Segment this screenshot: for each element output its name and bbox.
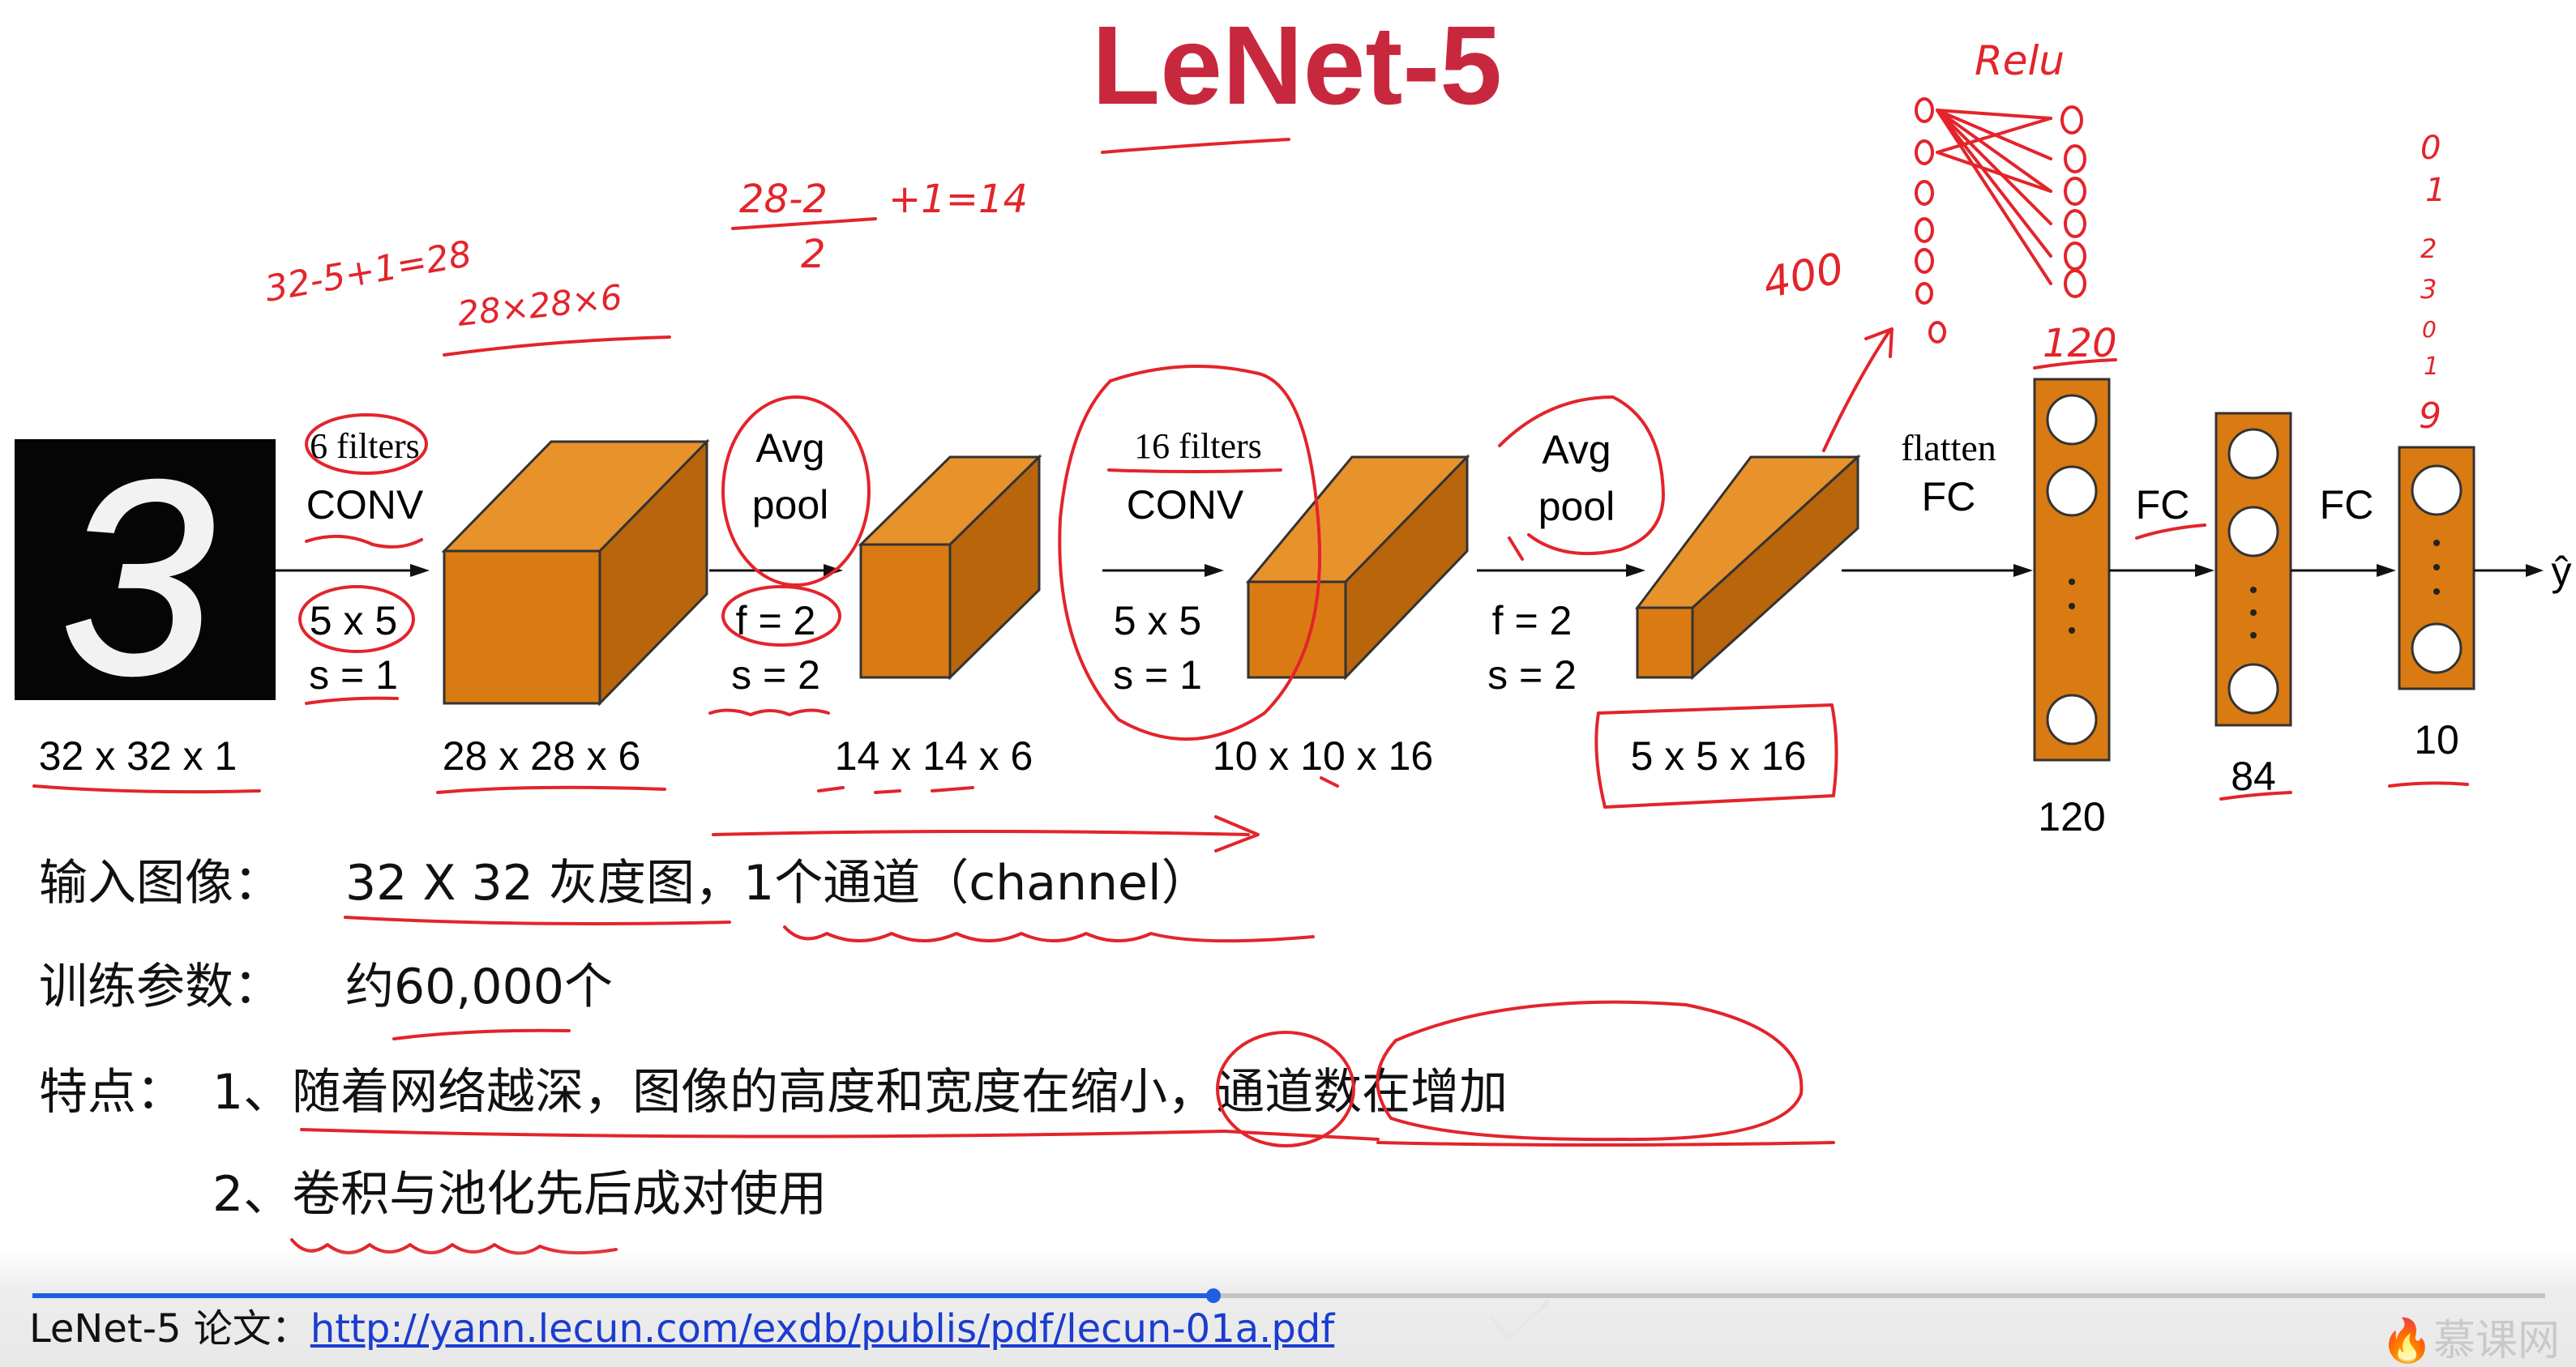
conv2-f: 5 x 5 — [1114, 598, 1201, 643]
pool2-output: 5 x 5 x 16 — [1631, 733, 1807, 779]
arrow-out-head — [2526, 564, 2544, 577]
watermark-logo: 🔥慕课网 — [2381, 1306, 2560, 1367]
note-feature-1: 1、随着网络越深，图像的高度和宽度在缩小，通道数在增加 — [212, 1064, 1508, 1121]
pool2-op-2: pool — [1538, 484, 1615, 529]
feature-map-2 — [858, 454, 1042, 681]
anno-digit-5: 1 — [2424, 352, 2439, 381]
anno-pool-frac-bar — [731, 217, 877, 230]
anno-digit-2: 2 — [2420, 233, 2437, 264]
ink-long-arrow — [712, 815, 1260, 852]
output-layer-10 — [2398, 446, 2475, 690]
note-input-text: 32 X 32 灰度图，1个通道（channel） — [345, 855, 1210, 912]
progress-knob[interactable] — [1206, 1288, 1221, 1303]
anno-flat-arrow — [1822, 327, 1893, 452]
conv2-output: 10 x 10 x 16 — [1213, 733, 1433, 779]
flatten-label: flatten — [1901, 427, 1996, 468]
title-underline — [1101, 138, 1290, 154]
arrow-pool2-head — [1626, 564, 1645, 577]
fc2-size: 84 — [2231, 754, 2276, 799]
pool1-output: 14 x 14 x 6 — [835, 733, 1033, 779]
note-params-text: 约60,000个 — [345, 959, 613, 1015]
arrow-conv2-head — [1205, 564, 1224, 577]
anno-flat-count: 400 — [1759, 244, 1848, 308]
page-title: LeNet-5 — [1092, 3, 1502, 128]
feature-map-4 — [1634, 454, 1861, 681]
arrow-fc2-head — [2377, 564, 2396, 577]
anno-relu: Relu — [1975, 37, 2065, 84]
conv1-filters: 6 filters — [310, 426, 420, 466]
arrow-conv1-head — [410, 564, 430, 577]
anno-relu-neurons — [1915, 97, 2086, 344]
watermark-text: 慕课网 — [2433, 1317, 2560, 1365]
pool1-s: s = 2 — [731, 652, 820, 698]
paper-reference: LeNet-5 论文：http://yann.lecun.com/exdb/pu… — [29, 1297, 1334, 1353]
video-player-bar — [0, 1248, 2576, 1367]
out-size: 10 — [2414, 717, 2459, 763]
fc-label-2: FC — [2320, 482, 2374, 528]
anno-conv-calc: 32-5+1=28 — [262, 233, 475, 310]
pool1-op-1: Avg — [755, 425, 824, 471]
note-params-label: 训练参数： — [39, 959, 282, 1015]
anno-pool-rest: +1=14 — [888, 177, 1028, 222]
arrow-fc1-head — [2195, 564, 2214, 577]
anno-conv-shape-underline — [443, 335, 671, 357]
anno-pool-den: 2 — [801, 232, 826, 277]
conv1-f: 5 x 5 — [310, 598, 397, 643]
input-size-label: 32 x 32 x 1 — [39, 733, 237, 779]
conv2-filters: 16 filters — [1134, 426, 1262, 466]
pool1-op-2: pool — [752, 482, 829, 528]
flatten-fc-label: FC — [1922, 474, 1976, 519]
fc-layer-84 — [2214, 412, 2292, 727]
pool2-op-1: Avg — [1542, 427, 1611, 472]
pool2-f: f = 2 — [1492, 598, 1573, 643]
arrow-flatten-head — [2013, 564, 2033, 577]
note-input-label: 输入图像： — [39, 855, 282, 912]
conv1-op: CONV — [306, 482, 424, 528]
anno-out-digits: 0 1 2 3 0 1 9 — [2419, 130, 2445, 437]
pool1-f: f = 2 — [736, 598, 816, 643]
fc1-size: 120 — [2038, 794, 2105, 839]
conv2-s: s = 1 — [1113, 652, 1202, 698]
anno-digit-0: 0 — [2420, 130, 2441, 167]
pool2-s: s = 2 — [1487, 652, 1577, 698]
feature-map-3 — [1245, 454, 1470, 681]
note-feature-2: 2、卷积与池化先后成对使用 — [212, 1166, 827, 1223]
anno-digit-1: 1 — [2425, 172, 2445, 209]
conv1-output: 28 x 28 x 6 — [443, 733, 641, 779]
yhat-label: ŷ — [2552, 549, 2572, 594]
ink-marks-diagram — [32, 365, 2469, 809]
paper-link[interactable]: http://yann.lecun.com/exdb/publis/pdf/le… — [310, 1306, 1335, 1352]
anno-digit-6: 9 — [2419, 395, 2441, 437]
note-features-label: 特点： — [39, 1064, 185, 1121]
feature-map-1 — [441, 438, 710, 707]
conv1-s: s = 1 — [309, 652, 398, 698]
input-image: 3 — [15, 422, 276, 733]
anno-conv-shape: 28×28×6 — [456, 277, 624, 334]
anno-fc1-underline — [2033, 358, 2117, 370]
paper-label: LeNet-5 论文： — [29, 1306, 310, 1352]
conv2-op: CONV — [1127, 482, 1244, 528]
anno-digit-4: 0 — [2422, 316, 2437, 343]
anno-digit-3: 3 — [2420, 274, 2437, 305]
input-digit: 3 — [61, 424, 216, 732]
progress-fill — [32, 1293, 1213, 1298]
anno-pool-num: 28-2 — [739, 177, 828, 222]
fc-label-1: FC — [2136, 482, 2190, 528]
progress-track[interactable] — [32, 1293, 2545, 1298]
flame-icon: 🔥 — [2381, 1317, 2433, 1365]
fc-layer-120 — [2033, 378, 2111, 762]
